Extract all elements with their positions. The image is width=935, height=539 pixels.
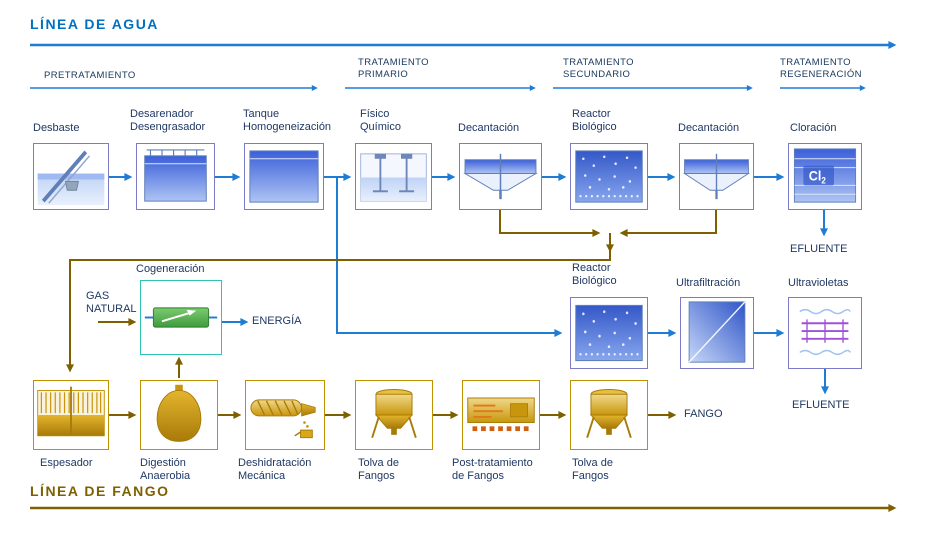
stage-box-deshidratacion-mecanica xyxy=(245,380,325,450)
tanque-homogeneizacion-icon xyxy=(249,150,319,203)
stage-label-ultrafiltracion: Ultrafiltración xyxy=(676,277,741,289)
stage-label-tanque: Tanque Homogeneización xyxy=(243,108,332,134)
sludge-line-title: LÍNEA DE FANGO xyxy=(30,483,170,499)
stage-box-tanque-homogeneizacion xyxy=(244,143,324,210)
stage-label-tolva-fangos-2: Tolva de Fangos xyxy=(572,457,613,483)
water-line-title: LÍNEA DE AGUA xyxy=(30,16,159,32)
post-tratamiento-icon xyxy=(467,397,535,432)
stage-label-desbaste: Desbaste xyxy=(33,122,80,134)
fisico-quimico-icon xyxy=(360,153,427,202)
decantacion-1-icon xyxy=(463,153,538,200)
stage-box-desbaste xyxy=(33,143,109,210)
cloracion-icon: Cl2 xyxy=(793,148,857,203)
stage-label-ultravioletas: Ultravioletas xyxy=(788,277,849,289)
chlorine-subscript: 2 xyxy=(821,175,826,185)
cogeneration-icon xyxy=(144,307,218,328)
chlorine-formula: Cl2 xyxy=(809,168,826,186)
desbaste-icon xyxy=(37,150,105,206)
stage-box-tolva-fangos-2 xyxy=(570,380,648,450)
sludge-output-label: FANGO xyxy=(684,408,723,420)
stage-box-digestion-anaerobia xyxy=(140,380,218,450)
stage-label-digestion-anaerobia: Digestión Anaerobia xyxy=(140,457,191,483)
chlorine-symbol: Cl xyxy=(809,168,822,184)
stage-label-deshidratacion-mecanica: Deshidratación Mecánica xyxy=(238,457,312,483)
stage-box-desarenador xyxy=(136,143,215,210)
stage-label-decantacion-1: Decantación xyxy=(458,122,520,134)
deshidratacion-mecanica-icon xyxy=(250,399,316,439)
ultrafiltracion-icon xyxy=(688,301,746,363)
stage-box-cloracion: Cl2 xyxy=(788,143,862,210)
arrow-decantacion1-purga xyxy=(499,210,601,237)
ultravioletas-icon xyxy=(799,308,851,356)
water-flow-arrows xyxy=(30,41,897,395)
arrow-purga-espesador xyxy=(66,250,611,373)
energia-label: ENERGÍA xyxy=(252,315,302,327)
stage-label-decantacion-2: Decantación xyxy=(678,122,740,134)
digestion-anaerobia-icon xyxy=(156,384,202,442)
phase-label-regeneracion: TRATAMIENTO REGENERACIÓN xyxy=(780,57,862,80)
stage-label-espesador: Espesador xyxy=(40,457,93,469)
decantacion-2-icon xyxy=(682,153,751,200)
sludge-flow-arrows xyxy=(30,210,897,512)
cogeneration-box xyxy=(140,280,222,355)
stage-box-post-tratamiento xyxy=(462,380,540,450)
effluent-label-chlorination: EFLUENTE xyxy=(790,243,848,255)
tolva-fangos-2-icon xyxy=(586,389,632,438)
reactor-biologico-1-icon xyxy=(575,150,643,203)
phase-label-secundario: TRATAMIENTO SECUNDARIO xyxy=(563,57,634,80)
stage-box-decantacion-2 xyxy=(679,143,754,210)
arrow-decantacion2-purga xyxy=(619,210,717,237)
stage-box-reactor-biologico-1 xyxy=(570,143,648,210)
stage-label-post-tratamiento: Post-tratamiento de Fangos xyxy=(452,457,533,483)
stage-label-reactor-biologico-1: Reactor Biológico xyxy=(572,108,617,134)
stage-label-fisico-quimico: Físico Químico xyxy=(360,108,401,134)
tolva-fangos-1-icon xyxy=(371,389,417,438)
gas-natural-label: GAS NATURAL xyxy=(86,290,137,316)
stage-box-fisico-quimico xyxy=(355,143,432,210)
reactor-biologico-2-icon xyxy=(575,304,643,362)
stage-box-reactor-biologico-2 xyxy=(570,297,648,369)
stage-label-desarenador: Desarenador Desengrasador xyxy=(130,108,206,134)
stage-label-cloracion: Cloración xyxy=(790,122,837,134)
stage-box-ultravioletas xyxy=(788,297,862,369)
stage-box-espesador xyxy=(33,380,109,450)
phase-label-primario: TRATAMIENTO PRIMARIO xyxy=(358,57,429,80)
stage-box-ultrafiltracion xyxy=(680,297,754,369)
stage-box-tolva-fangos-1 xyxy=(355,380,433,450)
stage-box-decantacion-1 xyxy=(459,143,542,210)
phase-label-pretratamiento: PRETRATAMIENTO xyxy=(44,70,136,81)
arrow-feed-reactor-terciario xyxy=(336,177,563,337)
espesador-icon xyxy=(37,386,105,437)
effluent-label-uv: EFLUENTE xyxy=(792,399,850,411)
stage-label-reactor-biologico-2: Reactor Biológico xyxy=(572,262,617,288)
stage-label-tolva-fangos-1: Tolva de Fangos xyxy=(358,457,399,483)
cogeneration-label: Cogeneración xyxy=(136,263,205,275)
desarenador-icon xyxy=(144,149,207,202)
